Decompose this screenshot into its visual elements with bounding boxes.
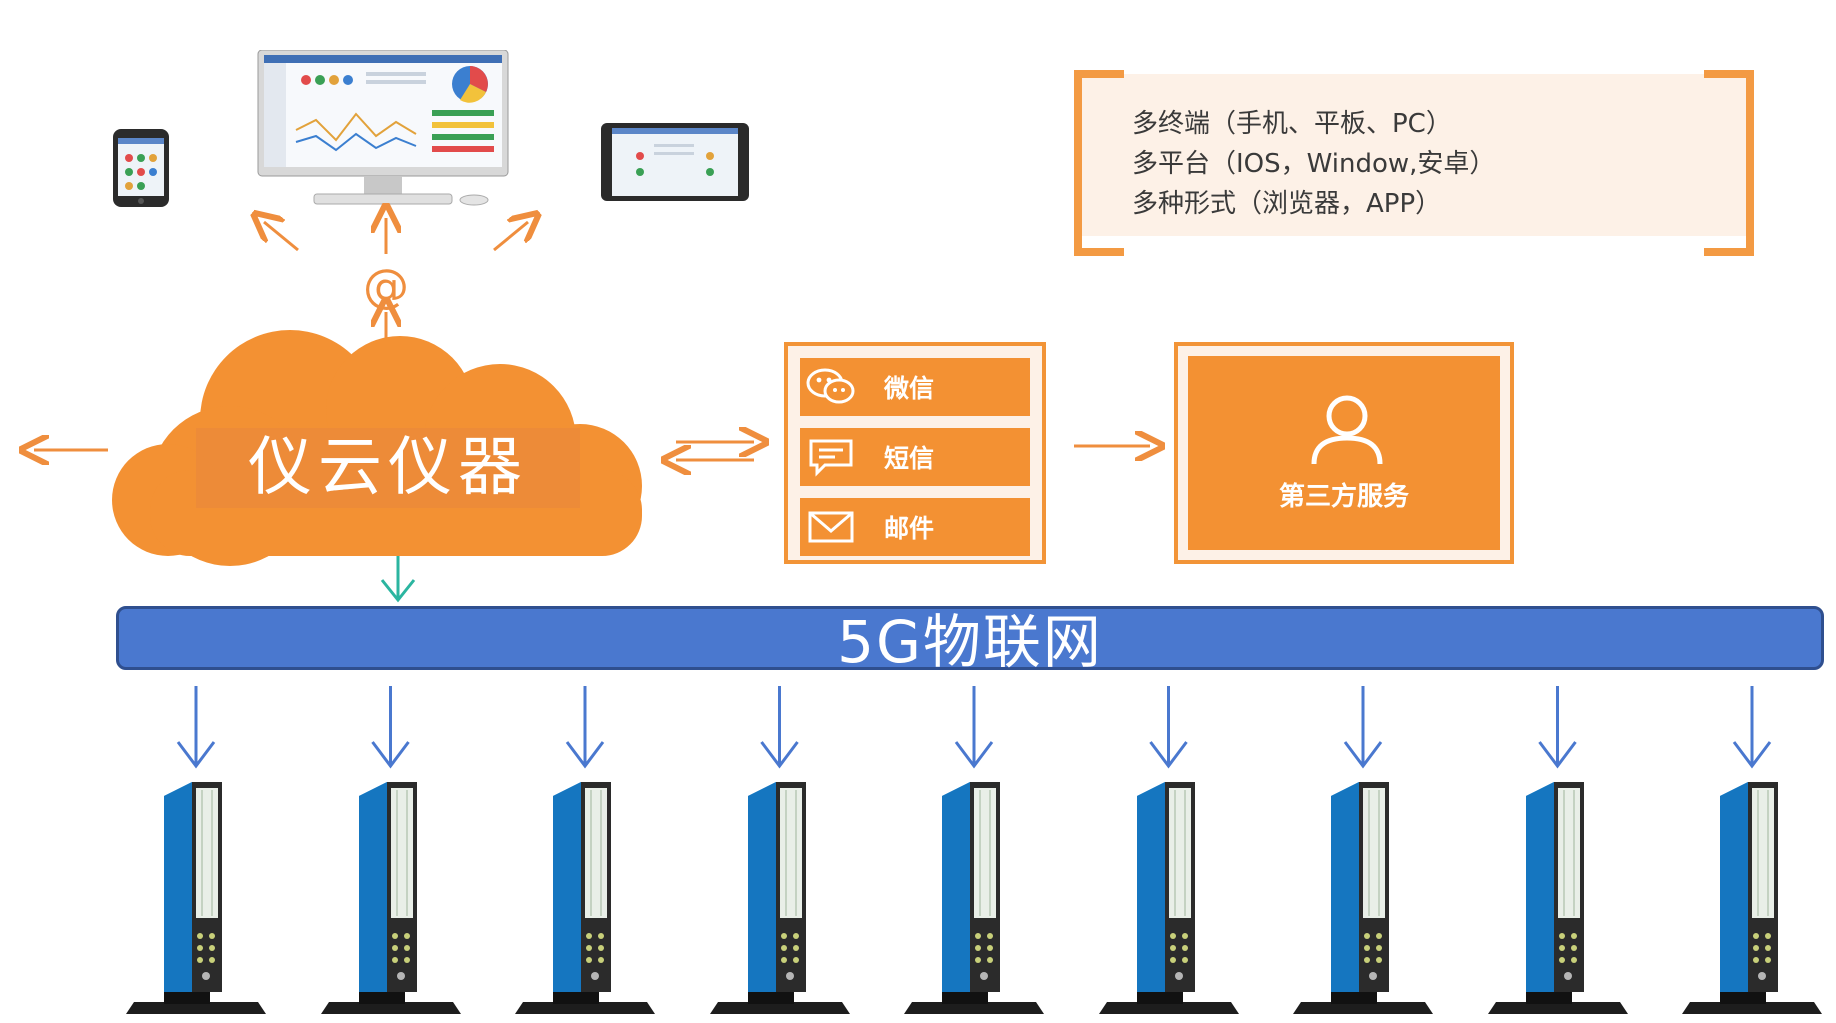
channel-wechat: 微信 (800, 358, 1030, 416)
arrow-iot-to-gauge-7 (1343, 686, 1383, 769)
arrow-iot-to-gauge-5 (954, 686, 994, 769)
notification-channels: 微信 短信 邮件 (784, 342, 1046, 564)
channel-mail: 邮件 (800, 498, 1030, 556)
arrow-iot-to-gauge-3 (565, 686, 605, 769)
arrow-iot-to-gauge-1 (176, 686, 216, 769)
arrow-iot-to-gauge-9 (1732, 686, 1772, 769)
info-line-platforms: 多平台（IOS，Window,安卓） (1132, 149, 1496, 179)
air-gauge-device-7 (1293, 782, 1433, 1014)
arrow-iot-to-gauge-2 (371, 686, 410, 769)
air-gauge-device-8 (1487, 782, 1628, 1014)
channel-sms: 短信 (800, 428, 1030, 486)
channel-mail-label: 邮件 (884, 514, 935, 543)
sms-icon (800, 428, 862, 486)
air-gauge-device-3 (515, 782, 655, 1014)
arrow-iot-to-gauge-6 (1149, 686, 1188, 769)
iot-network-bar: 5G物联网 (116, 606, 1824, 675)
platform-info-box: 多终端（手机、平板、PC） 多平台（IOS，Window,安卓） 多种形式（浏览… (1074, 70, 1754, 256)
air-gauge-device-2 (320, 782, 461, 1014)
desktop-monitor-icon (257, 50, 509, 206)
phone-device-icon (113, 129, 169, 207)
air-gauge-device-4 (709, 782, 850, 1014)
wechat-icon (800, 358, 862, 416)
arrow-iot-to-gauge-8 (1538, 686, 1577, 769)
third-party-label: 第三方服务 (1278, 482, 1409, 512)
down-arrows-layer (176, 686, 1772, 769)
air-gauge-device-1 (126, 782, 266, 1014)
arrow-to-phone (264, 222, 299, 252)
left-bracket (1074, 70, 1124, 256)
arrow-iot-to-gauge-4 (760, 686, 799, 769)
arrow-cloud-to-iot-head (380, 579, 416, 603)
right-bracket (1704, 70, 1754, 256)
cloud-label: 仪云仪器 (196, 428, 580, 508)
channel-wechat-label: 微信 (884, 374, 935, 403)
mail-icon (800, 498, 862, 556)
user-icon (1311, 395, 1383, 465)
info-line-terminals: 多终端（手机、平板、PC） (1132, 109, 1452, 139)
air-gauge-device-6 (1098, 782, 1239, 1014)
third-party-service: 第三方服务 (1174, 342, 1514, 564)
tablet-device-icon (601, 123, 749, 201)
info-line-forms: 多种形式（浏览器，APP） (1132, 189, 1442, 219)
air-gauge-device-9 (1682, 782, 1822, 1014)
air-gauge-device-5 (904, 782, 1044, 1014)
channel-sms-label: 短信 (884, 444, 935, 473)
at-symbol: @ (363, 259, 409, 313)
arrow-to-tablet (493, 222, 528, 252)
